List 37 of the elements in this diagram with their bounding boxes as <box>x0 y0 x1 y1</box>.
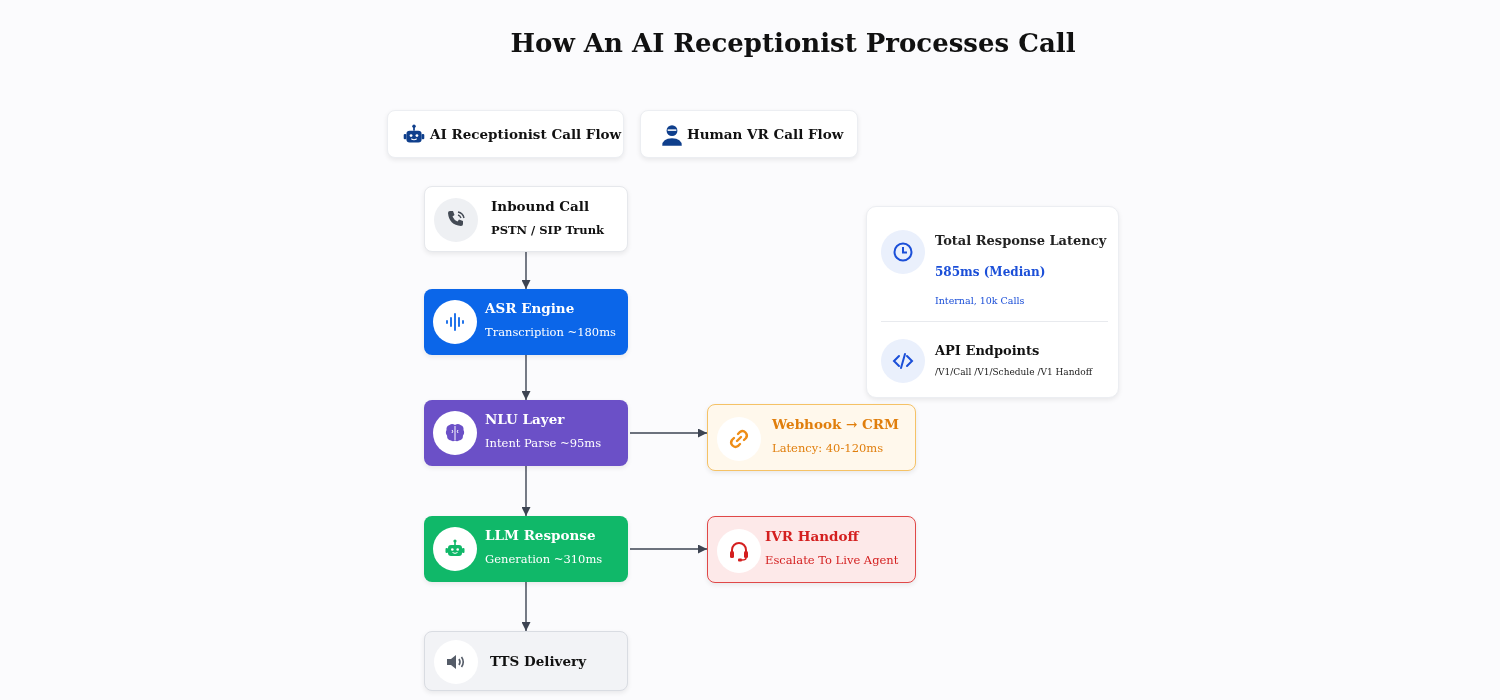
arrow <box>629 544 708 554</box>
process-box <box>424 516 628 582</box>
step-title: NLU Layer <box>485 411 565 427</box>
arrow <box>521 581 531 632</box>
step-title: ASR Engine <box>485 300 575 316</box>
metric-value: 585ms (Median) <box>935 265 1046 279</box>
step-detail: Latency: 40-120ms <box>772 441 884 455</box>
step-title: TTS Delivery <box>490 653 586 669</box>
diagram-title: How An AI Receptionist Processes Call <box>509 28 1077 58</box>
step-detail: Escalate To Live Agent <box>765 553 899 567</box>
process-box <box>424 400 628 466</box>
section-detail: /V1/Call /V1/Schedule /V1 Handoff <box>935 367 1093 377</box>
step-title: LLM Response <box>485 527 596 543</box>
section-title: API Endpoints <box>935 343 1040 358</box>
process-box <box>707 404 916 471</box>
tab-label: AI Receptionist Call Flow <box>430 126 622 142</box>
section-detail: Internal, 10k Calls <box>935 295 1025 306</box>
section-title: Total Response Latency <box>935 233 1107 248</box>
process-box <box>424 631 628 691</box>
tab-card <box>387 110 624 158</box>
process-box <box>424 289 628 355</box>
step-detail: PSTN / SIP Trunk <box>491 223 605 237</box>
tab-card <box>640 110 858 158</box>
step-title: Inbound Call <box>491 198 590 214</box>
step-detail: Intent Parse ~95ms <box>485 436 602 450</box>
tab-label: Human VR Call Flow <box>687 126 844 142</box>
arrow <box>521 354 531 401</box>
step-title: Webhook → CRM <box>772 416 899 432</box>
step-detail: Generation ~310ms <box>485 552 603 566</box>
step-detail: Transcription ~180ms <box>485 325 616 339</box>
arrow <box>521 251 531 290</box>
step-title: IVR Handoff <box>765 528 859 544</box>
info-card <box>866 206 1119 398</box>
arrow <box>629 428 708 438</box>
arrow <box>521 465 531 517</box>
process-box <box>707 516 916 583</box>
process-box <box>424 186 628 252</box>
